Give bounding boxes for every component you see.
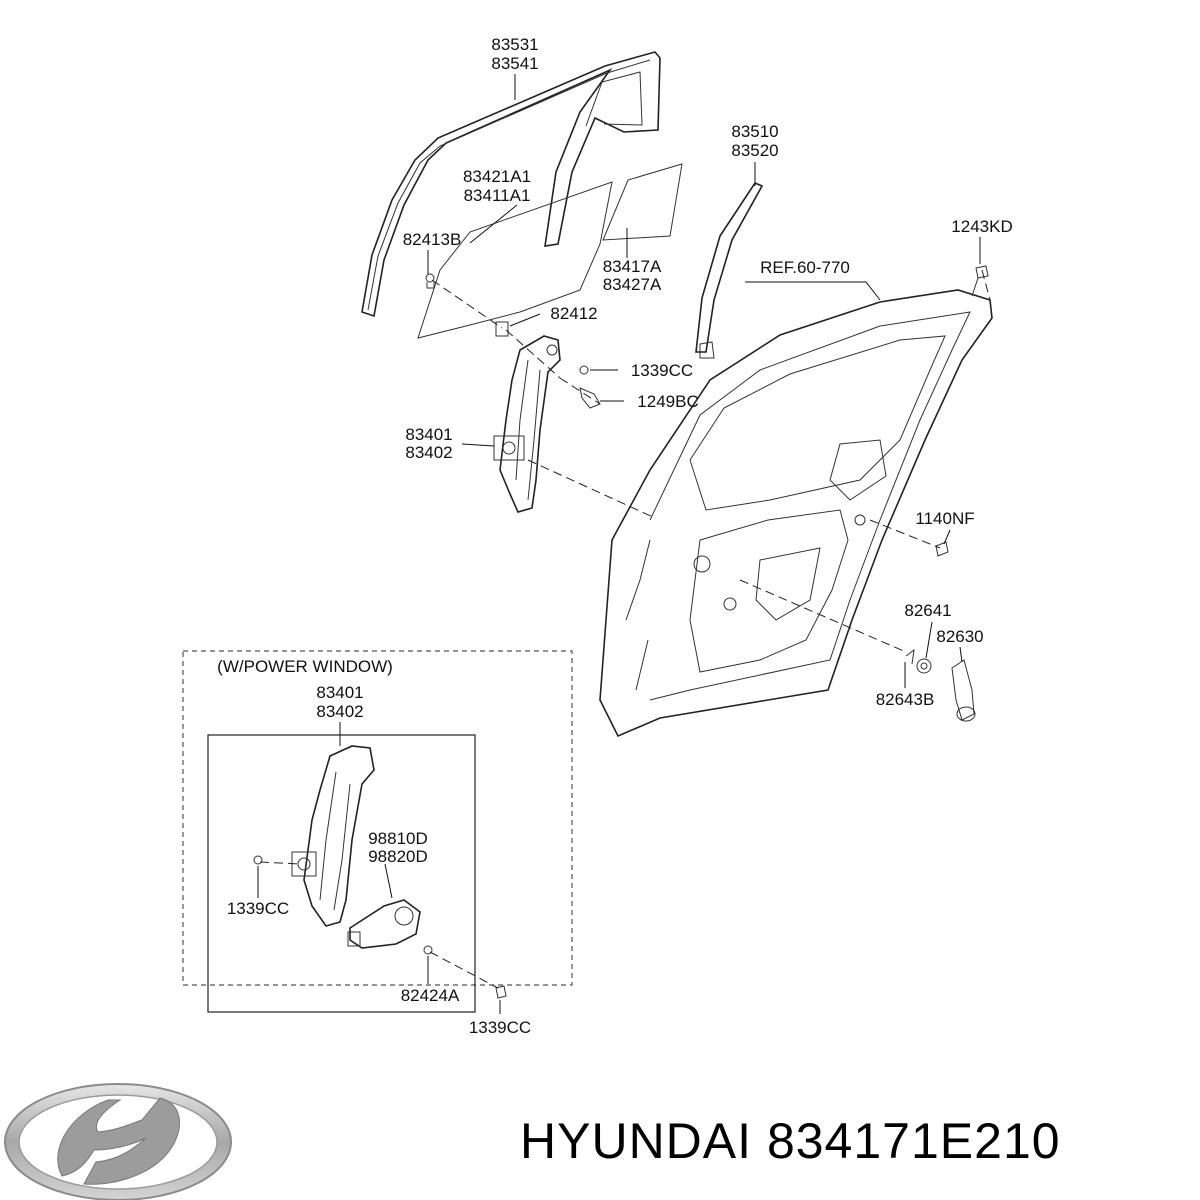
- door-glass: [417, 181, 613, 339]
- label-1243KD: 1243KD: [951, 217, 1012, 236]
- label-83411A1: 83411A1: [464, 186, 531, 205]
- label-1339CC-inset: 1339CC: [227, 899, 289, 918]
- label-1249BC: 1249BC: [637, 392, 698, 411]
- power-window-inset: [182, 650, 573, 1014]
- label-83417A: 83417A: [603, 257, 662, 276]
- label-1339CC-inset-bottom: 1339CC: [469, 1018, 531, 1037]
- label-82630: 82630: [936, 627, 983, 646]
- label-83402: 83402: [405, 443, 452, 462]
- label-83427A: 83427A: [603, 275, 662, 294]
- leader-lines: [427, 74, 981, 688]
- label-82643B: 82643B: [876, 690, 935, 709]
- hyundai-logo-icon: [4, 1083, 232, 1200]
- brand-name: HYUNDAI: [520, 1113, 753, 1169]
- assembly-lines: [431, 269, 991, 653]
- rear-channel: [695, 182, 764, 359]
- label-83401: 83401: [405, 425, 452, 444]
- label-ref-60-770: REF.60-770: [760, 258, 850, 277]
- label-83421A1: 83421A1: [463, 167, 531, 186]
- label-power-window: (W/POWER WINDOW): [217, 657, 393, 676]
- label-83402-inset: 83402: [316, 702, 363, 721]
- brand-title: HYUNDAI 834171E210: [520, 1112, 1061, 1170]
- label-1339CC: 1339CC: [631, 361, 693, 380]
- label-83541: 83541: [491, 54, 538, 73]
- label-83531: 83531: [491, 35, 538, 54]
- label-82641: 82641: [904, 601, 951, 620]
- label-83401-inset: 83401: [316, 683, 363, 702]
- quarter-glass: [602, 163, 683, 241]
- label-98810D: 98810D: [368, 829, 428, 848]
- label-1140NF: 1140NF: [915, 509, 974, 528]
- glass-run-channel: [361, 51, 661, 318]
- door-panel: [599, 289, 993, 738]
- window-regulator: [493, 335, 561, 513]
- label-82412: 82412: [550, 304, 597, 323]
- label-83510: 83510: [731, 122, 778, 141]
- label-83520: 83520: [731, 141, 778, 160]
- label-98820D: 98820D: [368, 847, 428, 866]
- label-82413B: 82413B: [403, 230, 462, 249]
- label-82424A: 82424A: [401, 986, 460, 1005]
- fasteners: [425, 265, 989, 722]
- part-labels: 83531 83541 83510 83520 83421A1 83411A1 …: [217, 35, 1013, 1037]
- part-number: 834171E210: [766, 1113, 1061, 1169]
